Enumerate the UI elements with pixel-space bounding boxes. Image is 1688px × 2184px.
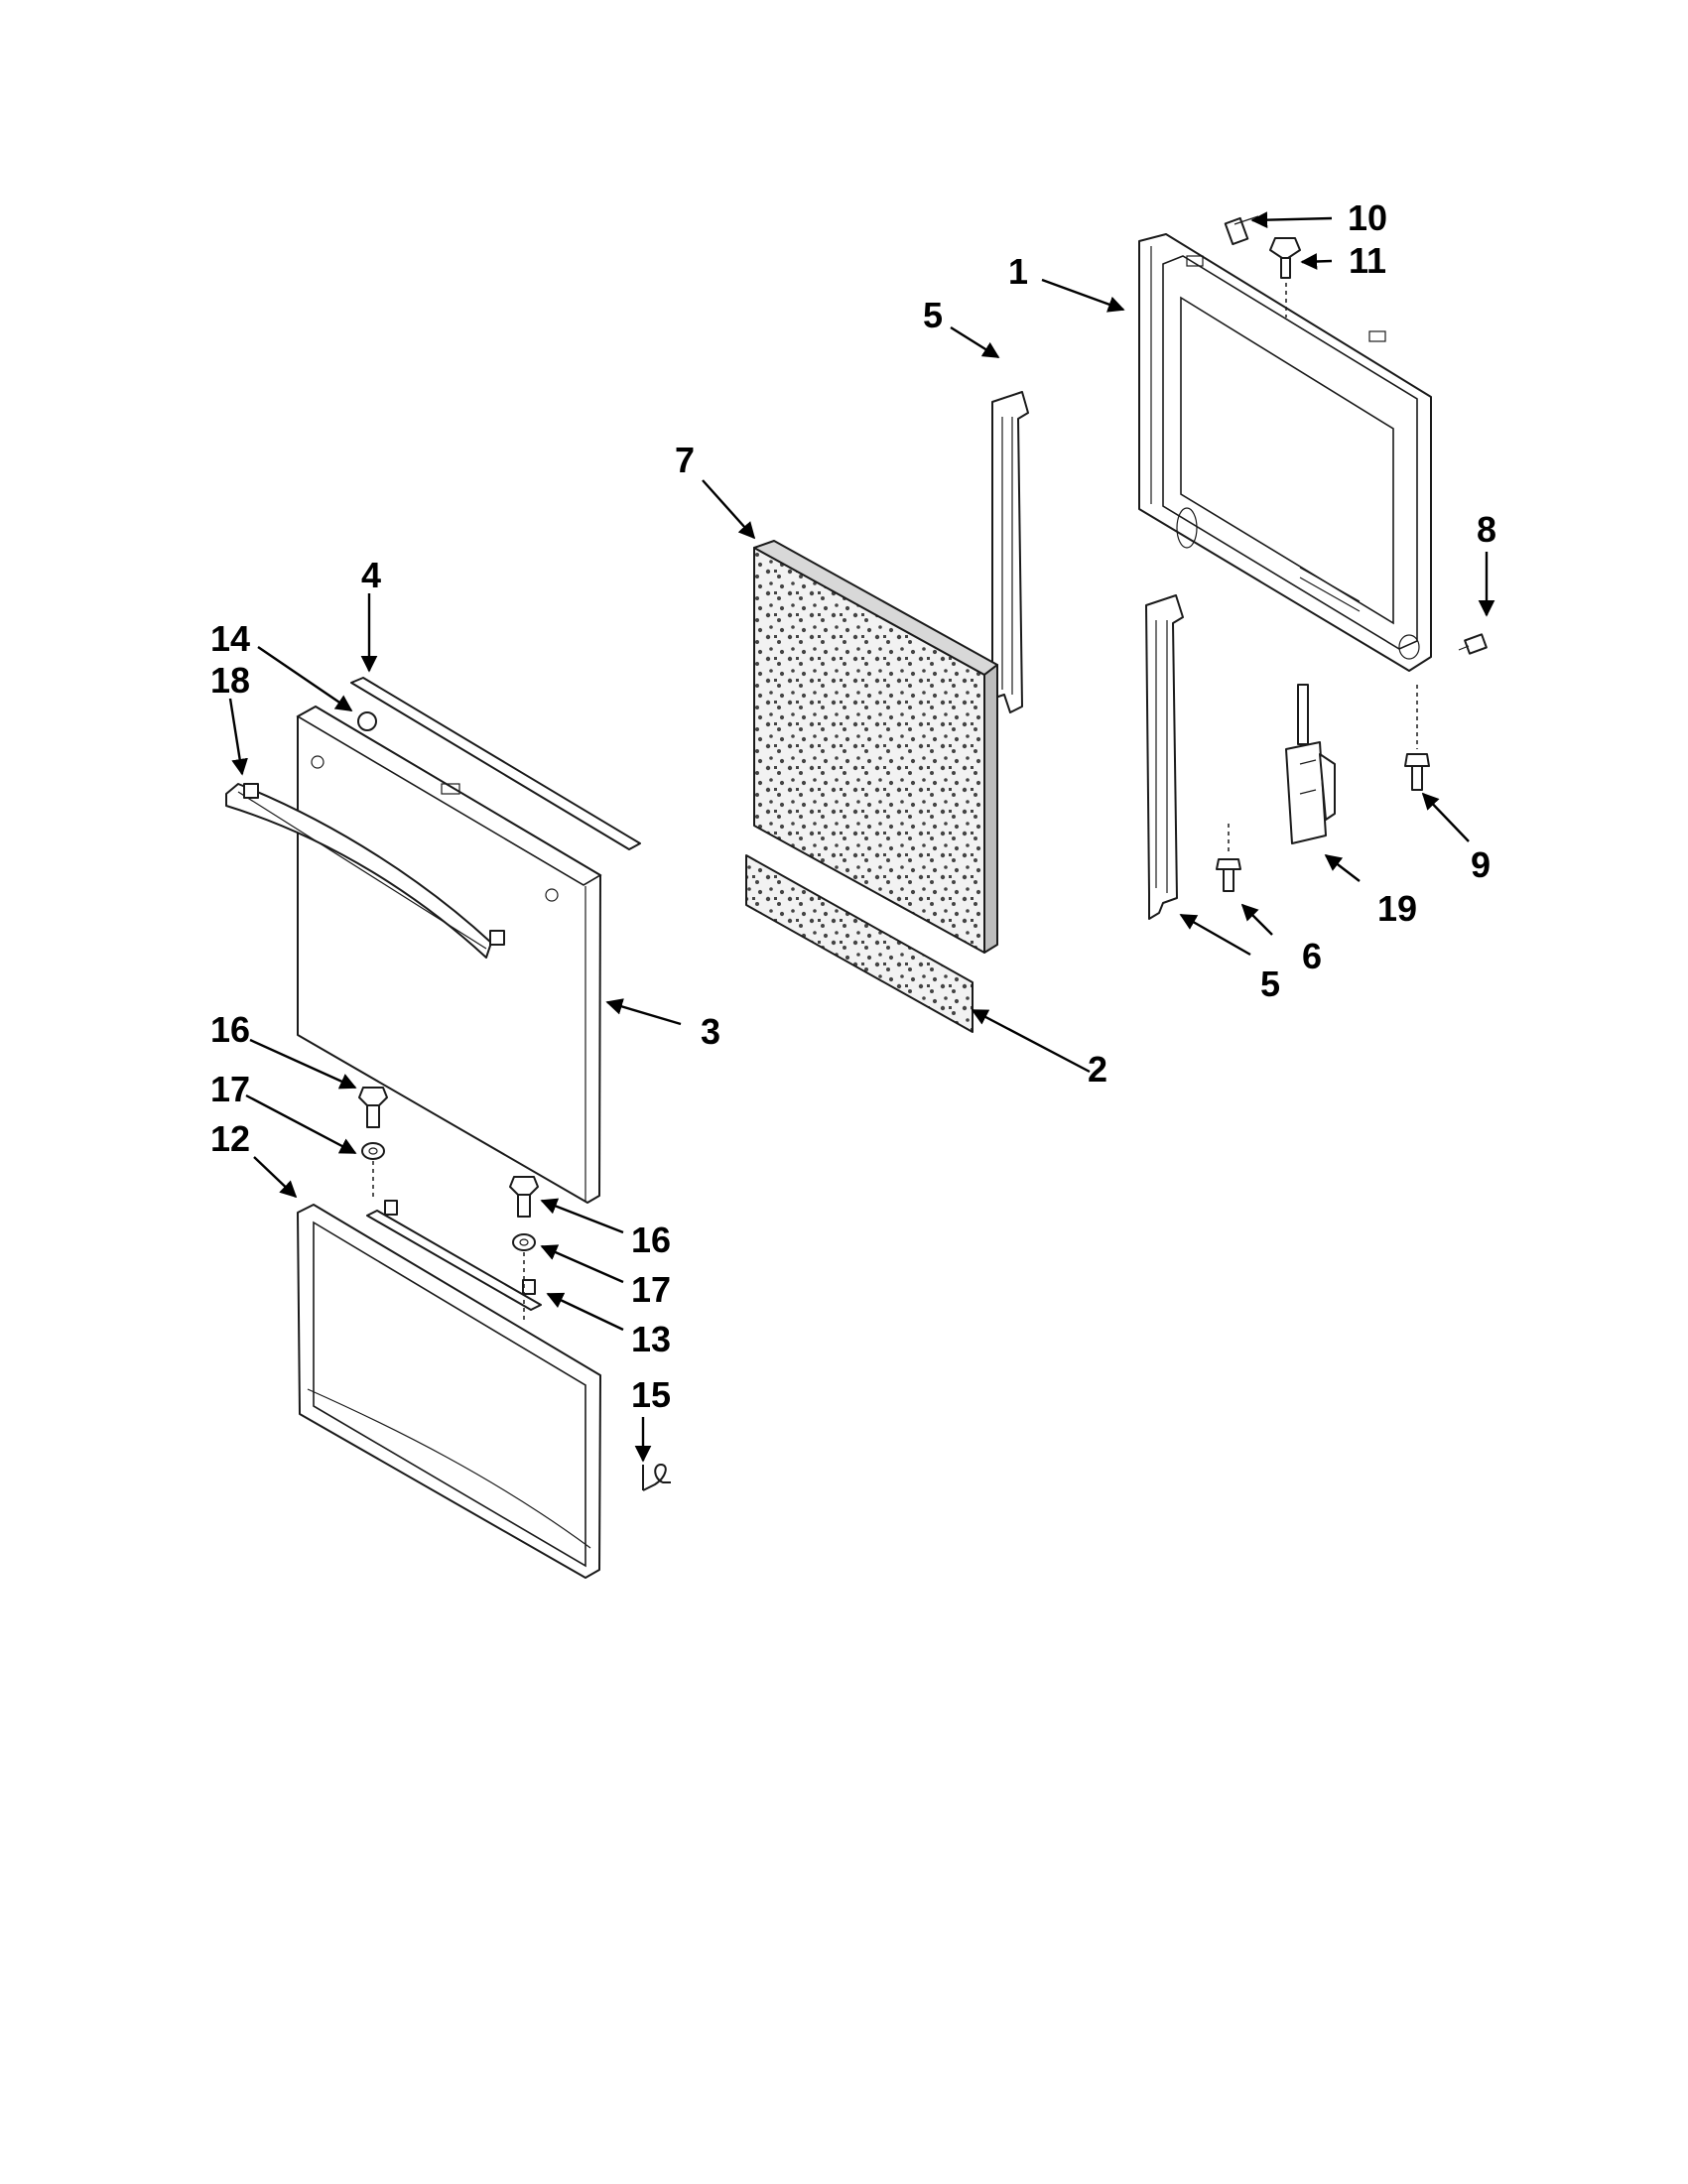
mounting-bracket-13 (366, 1200, 542, 1311)
screw-8 (1458, 633, 1488, 655)
washer-17-left (361, 1142, 385, 1199)
door-insulation-7 (753, 540, 998, 954)
washer-17-right (512, 1233, 536, 1320)
callout-2: 2 (1088, 1049, 1107, 1090)
callout-15: 15 (631, 1374, 671, 1415)
callout-3: 3 (701, 1011, 720, 1052)
bottom-insulation-2 (745, 854, 974, 1033)
inner-door-frame (1138, 233, 1432, 672)
callout-4: 4 (361, 555, 381, 595)
callout-7: 7 (675, 440, 695, 480)
callout-1: 1 (1008, 251, 1028, 292)
callout-16-right: 16 (631, 1220, 671, 1260)
vent-gasket-4 (350, 677, 641, 850)
callout-14: 14 (210, 618, 250, 659)
callout-18: 18 (210, 660, 250, 701)
door-handle-18 (225, 783, 505, 959)
access-panel-12 (297, 1204, 601, 1579)
callout-labels: 10 11 1 5 7 8 9 6 19 5 2 3 4 14 18 16 17… (210, 197, 1496, 1415)
callout-6: 6 (1302, 936, 1322, 976)
callout-13: 13 (631, 1319, 671, 1359)
callout-5-upper: 5 (923, 295, 943, 335)
callout-12: 12 (210, 1118, 250, 1159)
door-latch-19 (1285, 684, 1336, 844)
screw-16-left (358, 1087, 388, 1128)
callout-17-left: 17 (210, 1069, 250, 1109)
callout-19: 19 (1377, 888, 1417, 929)
outer-door-panel-3 (296, 706, 602, 1204)
screw-11 (1269, 237, 1301, 318)
screw-6 (1216, 824, 1241, 892)
leader-lines (228, 211, 1495, 1463)
callout-8: 8 (1477, 509, 1496, 550)
screw-9 (1404, 685, 1430, 791)
screw-10 (1224, 215, 1259, 246)
clip-15 (642, 1463, 671, 1491)
callout-16-left: 16 (210, 1009, 250, 1050)
callout-17-right: 17 (631, 1269, 671, 1310)
callout-10: 10 (1348, 197, 1387, 238)
callout-9: 9 (1471, 844, 1491, 885)
screw-16-right (509, 1176, 539, 1218)
callout-5-lower: 5 (1260, 964, 1280, 1004)
hinge-bracket-lower (1145, 594, 1184, 920)
callout-11: 11 (1349, 240, 1386, 281)
